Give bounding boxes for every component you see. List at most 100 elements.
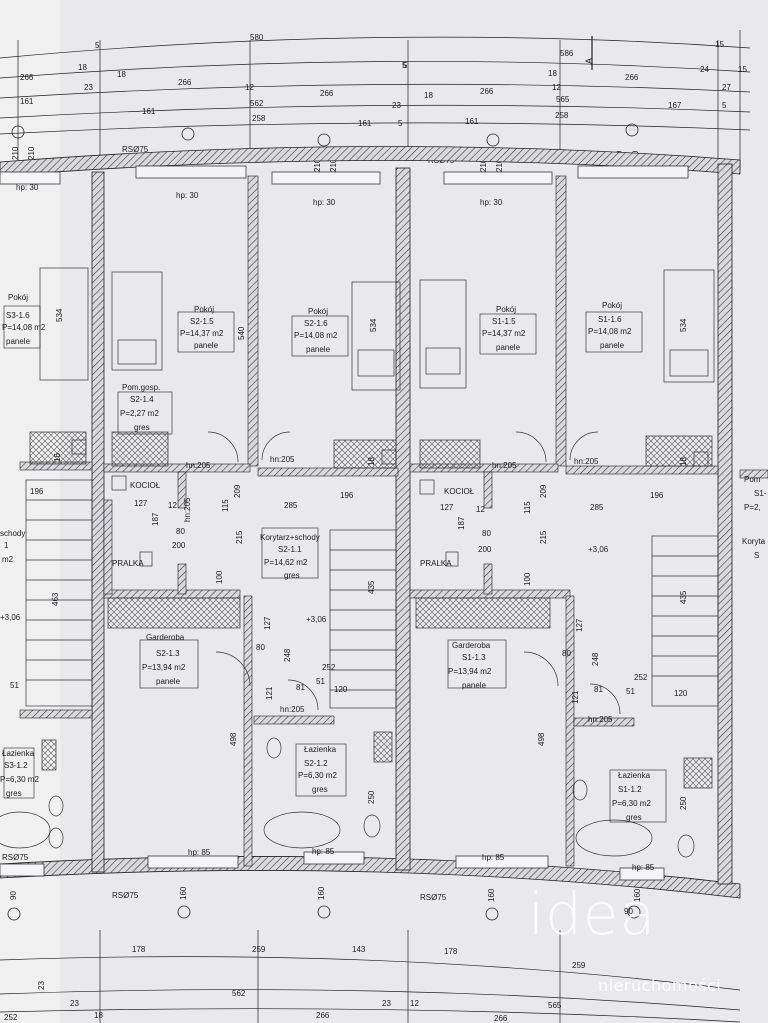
- dim-text: 250: [679, 796, 688, 810]
- dim-text: 23: [70, 999, 79, 1008]
- dim-text: 90: [624, 907, 633, 916]
- dim-text: 160: [633, 888, 642, 902]
- dim-text: 498: [229, 732, 238, 746]
- dim-text: 160: [179, 886, 188, 900]
- window-sill-label: hp: 85: [188, 848, 211, 857]
- windows: [0, 165, 689, 881]
- level-mark: +3,06: [306, 615, 327, 624]
- door-height-label: hn:205: [574, 457, 599, 466]
- window-sill-label: hp: 85: [312, 847, 335, 856]
- room-code: S2-1.3: [156, 649, 180, 658]
- level-mark: +3,06: [0, 613, 21, 622]
- window-sill-label: hp: 30: [480, 198, 503, 207]
- top-dim-texts: 5 580 5 586 15 18 18 266 5 18 266 24 15 …: [20, 33, 747, 128]
- dim-text: 266: [178, 78, 192, 87]
- washer-label: PRALKA: [420, 559, 452, 568]
- dim-text: 266: [316, 1011, 330, 1020]
- boiler-label: KOCIOŁ: [130, 481, 161, 490]
- dim-text: 534: [369, 318, 378, 332]
- rs-marker: RSØ75: [2, 853, 29, 862]
- window-sill-label: hp: 30: [16, 183, 39, 192]
- dim-text: 586: [560, 49, 574, 58]
- door-height-label: hn:205: [270, 455, 295, 464]
- room-finish: panele: [194, 341, 219, 350]
- dim-text: 24: [700, 65, 709, 74]
- dim-text: 18: [424, 91, 433, 100]
- room-name: Pokój: [308, 307, 328, 316]
- dim-text: 23: [382, 999, 391, 1008]
- room-code: S: [754, 551, 759, 560]
- dim-text: 534: [679, 318, 688, 332]
- room-code: S2-1.4: [130, 395, 154, 404]
- dim-text: 161: [20, 97, 34, 106]
- room-area: P=14,08 m2: [294, 331, 338, 340]
- dim-text: 51: [626, 687, 635, 696]
- dim-text: 187: [151, 512, 160, 526]
- room-code: 1: [4, 541, 9, 550]
- room-finish: panele: [156, 677, 181, 686]
- dim-text: 215: [235, 530, 244, 544]
- dim-text: 215: [539, 530, 548, 544]
- dim-text: 200: [172, 541, 186, 550]
- dim-text: 266: [625, 73, 639, 82]
- room-area: P=14,08 m2: [2, 323, 46, 332]
- room-area: P=14,62 m2: [264, 558, 308, 567]
- dim-text: 115: [523, 501, 532, 514]
- room-finish: panele: [6, 337, 31, 346]
- dim-text: 435: [679, 590, 688, 604]
- dim-text: 121: [571, 690, 580, 704]
- dim-text: 252: [634, 673, 648, 682]
- interior-dims: 534 540 534 534 498 498 435 435 463 285 …: [10, 308, 688, 810]
- dim-text: 16: [53, 453, 62, 462]
- dim-text: 248: [283, 648, 292, 662]
- axis-markers-bottom: [7, 905, 641, 921]
- dim-text: 12: [168, 501, 177, 510]
- dim-text: 80: [482, 529, 491, 538]
- dim-text: 120: [674, 689, 688, 698]
- room-name: Łazienka: [618, 771, 651, 780]
- washer-label: PRALKA: [112, 559, 144, 568]
- rs-marker: RSØ75: [420, 893, 447, 902]
- dim-text: 81: [594, 685, 603, 694]
- dim-text: 18: [548, 69, 557, 78]
- dim-text: 160: [487, 888, 496, 902]
- door-height-label: hn:205: [280, 705, 305, 714]
- dim-text: 5: [403, 61, 408, 70]
- dim-text: 23: [37, 981, 46, 990]
- dim-text: 80: [176, 527, 185, 536]
- room-finish: gres: [626, 813, 642, 822]
- room-finish: panele: [496, 343, 521, 352]
- window-sill-label: hp: 85: [482, 853, 505, 862]
- door-height-label: hn:205: [186, 461, 211, 470]
- dim-text: 259: [252, 945, 266, 954]
- dim-text: 250: [367, 790, 376, 804]
- room-area: P=14,37 m2: [482, 329, 526, 338]
- room-code: S1-1.2: [618, 785, 642, 794]
- room-code: S2-1.6: [304, 319, 328, 328]
- room-area: P=14,37 m2: [180, 329, 224, 338]
- room-area: P=2,27 m2: [120, 409, 159, 418]
- room-area: P=13,94 m2: [448, 667, 492, 676]
- dim-text: 209: [539, 484, 548, 498]
- dim-text: 187: [457, 516, 466, 530]
- dim-text: 115: [221, 499, 230, 512]
- room-finish: gres: [312, 785, 328, 794]
- dim-text: 534: [55, 308, 64, 322]
- dim-text: 210: [27, 146, 36, 160]
- dim-text: 210: [329, 158, 338, 172]
- room-code: S1-: [754, 489, 767, 498]
- room-name: Korytarz+schody: [260, 533, 320, 542]
- dim-text: 285: [284, 501, 298, 510]
- dim-text: 143: [352, 945, 366, 954]
- dim-text: 15: [738, 65, 747, 74]
- dim-text: 252: [4, 1013, 18, 1022]
- room-finish: panele: [600, 341, 625, 350]
- dim-text: 127: [263, 616, 272, 630]
- dim-text: 18: [117, 70, 126, 79]
- bottom-dimension-lines: [0, 930, 741, 1023]
- dim-text: 562: [232, 989, 246, 998]
- room-area: P=13,94 m2: [142, 663, 186, 672]
- dim-text: 259: [572, 961, 586, 970]
- dim-text: 565: [548, 1001, 562, 1010]
